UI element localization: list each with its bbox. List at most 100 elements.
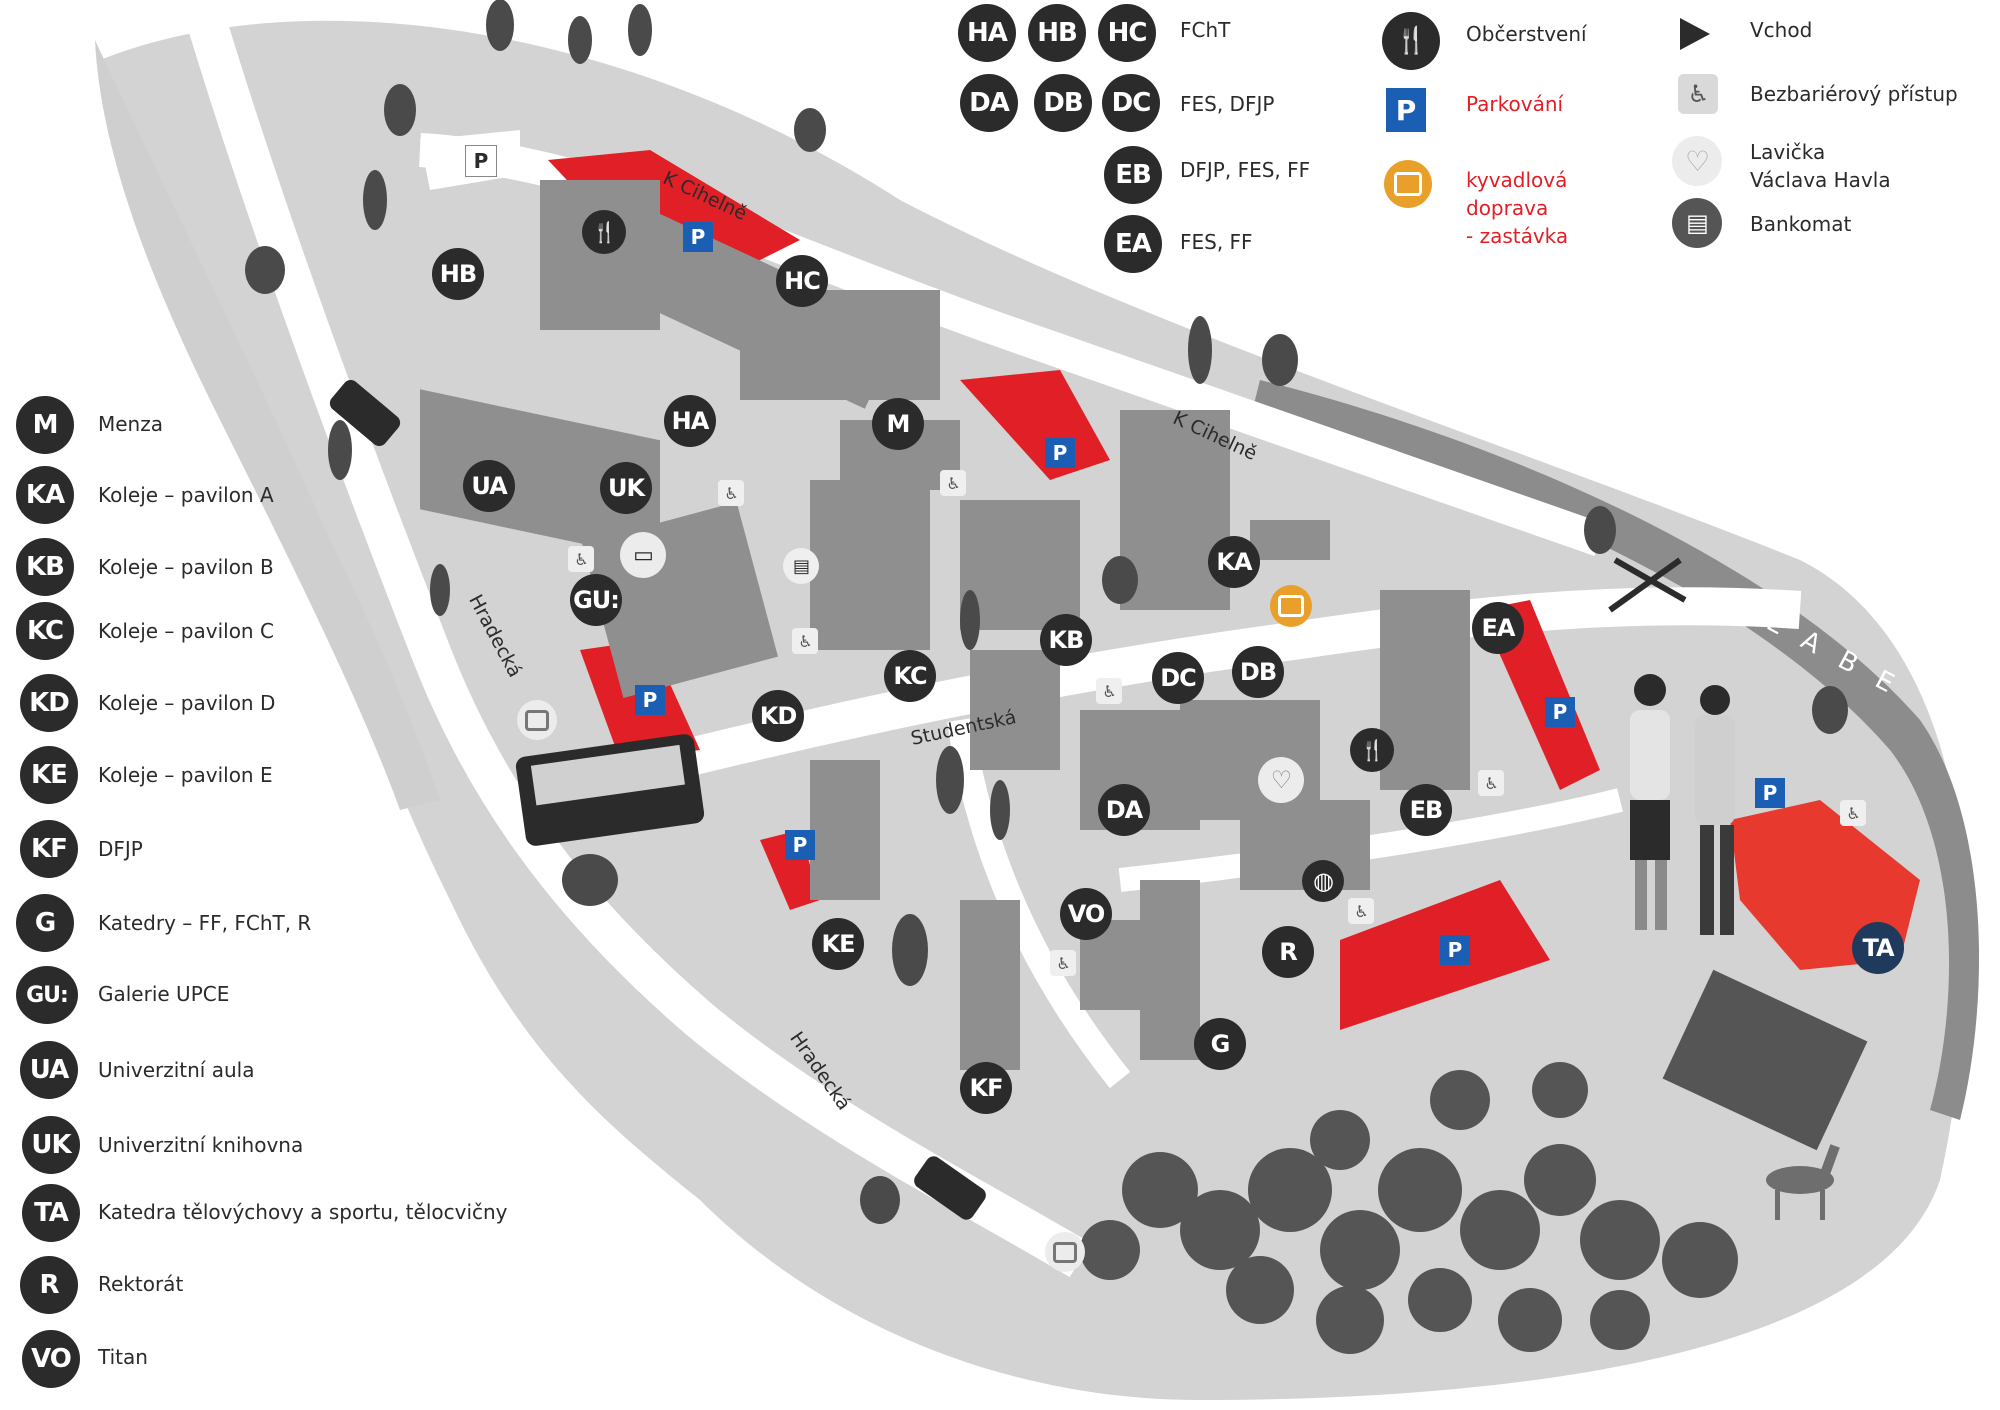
legend-badge-hb: HB bbox=[1028, 4, 1086, 62]
legend-entrance-arrow-icon bbox=[1680, 18, 1710, 50]
road-studentska bbox=[515, 587, 1802, 819]
building-badge-kf[interactable]: KF bbox=[960, 1062, 1012, 1114]
sports-field bbox=[1662, 969, 1868, 1151]
legend-badge-gu: GU: bbox=[16, 966, 78, 1024]
legend-label-menza: Menza bbox=[98, 412, 163, 436]
parking-marker-7: P bbox=[1755, 778, 1785, 808]
building-badge-m[interactable]: M bbox=[872, 398, 924, 450]
building-badge-kd[interactable]: KD bbox=[752, 690, 804, 742]
bus-stop-icon bbox=[1045, 1232, 1085, 1272]
bus-stop-icon bbox=[517, 700, 557, 740]
building-badge-ka[interactable]: KA bbox=[1208, 536, 1260, 588]
building-badge-vo[interactable]: VO bbox=[1060, 888, 1112, 940]
legend-badge-m: M bbox=[16, 396, 74, 454]
building-badge-g[interactable]: G bbox=[1194, 1018, 1246, 1070]
building-badge-dc[interactable]: DC bbox=[1152, 652, 1204, 704]
walkers-illustration bbox=[1630, 674, 1735, 935]
legend-badge-ta: TA bbox=[22, 1184, 80, 1242]
legend-badge-kc: KC bbox=[16, 602, 74, 660]
atm-icon: ▤ bbox=[783, 548, 819, 584]
building-badge-da[interactable]: DA bbox=[1098, 784, 1150, 836]
wheelchair-icon: ♿ bbox=[1840, 800, 1866, 826]
wheelchair-icon: ♿ bbox=[1050, 950, 1076, 976]
legend-badge-da: DA bbox=[960, 74, 1018, 132]
legend-label-ka: Koleje – pavilon A bbox=[98, 483, 274, 507]
building-badge-ha[interactable]: HA bbox=[664, 395, 716, 447]
legend-label-kd: Koleje – pavilon D bbox=[98, 691, 276, 715]
building-badge-hb[interactable]: HB bbox=[432, 248, 484, 300]
building-badge-ua[interactable]: UA bbox=[463, 460, 515, 512]
legend-label-bus-line-1: kyvadlová bbox=[1466, 168, 1568, 192]
building-badge-kc[interactable]: KC bbox=[884, 650, 936, 702]
building-badge-ea[interactable]: EA bbox=[1472, 602, 1524, 654]
fork-knife-icon: 🍴 bbox=[1350, 728, 1394, 772]
legend-fork-knife-icon: 🍴 bbox=[1382, 12, 1440, 70]
legend-badge-kf: KF bbox=[20, 820, 78, 878]
road-hradecka bbox=[180, 0, 1091, 1278]
legend-label-vchod: Vchod bbox=[1750, 18, 1813, 42]
legend-badge-vo: VO bbox=[22, 1330, 80, 1388]
wheelchair-icon: ♿ bbox=[568, 546, 594, 572]
legend-label-kf: DFJP bbox=[98, 837, 143, 861]
bus-stop-icon bbox=[1270, 585, 1312, 627]
legend-label-parkovani: Parkování bbox=[1466, 92, 1564, 116]
legend-label-uk: Univerzitní knihovna bbox=[98, 1133, 304, 1157]
legend-badge-g: G bbox=[16, 894, 74, 952]
legend-badge-ua: UA bbox=[20, 1041, 78, 1099]
legend-parking-icon: P bbox=[1386, 88, 1426, 132]
legend-label-kb: Koleje – pavilon B bbox=[98, 555, 274, 579]
wheelchair-icon: ♿ bbox=[1348, 898, 1374, 924]
legend-label-obcerstveni: Občerstvení bbox=[1466, 22, 1587, 46]
building-badge-ke[interactable]: KE bbox=[812, 918, 864, 970]
car-top-left bbox=[329, 379, 401, 447]
legend-label-ta: Katedra tělovýchovy a sportu, tělocvičny bbox=[98, 1200, 508, 1224]
left-ground-strip bbox=[95, 40, 440, 810]
building-badge-uk[interactable]: UK bbox=[600, 462, 652, 514]
fork-knife-icon: 🍴 bbox=[582, 210, 626, 254]
legend-label-ke: Koleje – pavilon E bbox=[98, 763, 273, 787]
legend-badge-ha: HA bbox=[958, 4, 1016, 62]
legend-label-vo: Titan bbox=[98, 1345, 148, 1369]
parking-marker-2: P bbox=[1045, 438, 1075, 468]
building-badge-gu[interactable]: GU: bbox=[570, 574, 622, 626]
legend-badge-kd: KD bbox=[20, 674, 78, 732]
wheelchair-icon: ♿ bbox=[792, 628, 818, 654]
building-badge-ta[interactable]: TA bbox=[1852, 922, 1904, 974]
legend-badge-dc: DC bbox=[1102, 74, 1160, 132]
legend-label-g: Katedry – FF, FChT, R bbox=[98, 911, 312, 935]
parking-marker-top: P bbox=[465, 145, 497, 177]
legend-badge-hc: HC bbox=[1098, 4, 1156, 62]
parking-marker-6: P bbox=[1440, 935, 1470, 965]
deer-illustration bbox=[1766, 1144, 1840, 1220]
legend-label-eb: DFJP, FES, FF bbox=[1180, 158, 1311, 182]
legend-wheelchair-icon: ♿ bbox=[1678, 74, 1718, 114]
wheelchair-icon: ♿ bbox=[718, 480, 744, 506]
legend-badge-kb: KB bbox=[16, 538, 74, 596]
parking-marker-3: P bbox=[635, 685, 665, 715]
building-badge-db[interactable]: DB bbox=[1232, 646, 1284, 698]
bus-vehicle bbox=[515, 734, 705, 846]
legend-bus-icon bbox=[1384, 160, 1432, 208]
legend-atm-icon: ▤ bbox=[1672, 198, 1722, 248]
legend-badge-eb: EB bbox=[1104, 146, 1162, 204]
building-badge-r[interactable]: R bbox=[1262, 926, 1314, 978]
parking-marker-5: P bbox=[1545, 697, 1575, 727]
globe-icon: ◍ bbox=[1302, 860, 1344, 902]
heart-icon: ♡ bbox=[1258, 757, 1304, 803]
legend-heart-icon: ♡ bbox=[1672, 136, 1722, 186]
wheelchair-icon: ♿ bbox=[940, 470, 966, 496]
legend-label-lavicka-line-2: Václava Havla bbox=[1750, 168, 1891, 192]
legend-label-ea: FES, FF bbox=[1180, 230, 1253, 254]
legend-label-ha-hb-hc: FChT bbox=[1180, 18, 1231, 42]
legend-label-r: Rektorát bbox=[98, 1272, 184, 1296]
wheelchair-icon: ♿ bbox=[1478, 770, 1504, 796]
building-badge-kb[interactable]: KB bbox=[1040, 614, 1092, 666]
legend-badge-r: R bbox=[20, 1256, 78, 1314]
library-book-icon: ▭ bbox=[620, 532, 666, 578]
building-badge-hc[interactable]: HC bbox=[776, 255, 828, 307]
legend-label-ua: Univerzitní aula bbox=[98, 1058, 255, 1082]
forest bbox=[1080, 1062, 1738, 1354]
building-badge-eb[interactable]: EB bbox=[1400, 784, 1452, 836]
car-bottom bbox=[914, 1156, 986, 1220]
